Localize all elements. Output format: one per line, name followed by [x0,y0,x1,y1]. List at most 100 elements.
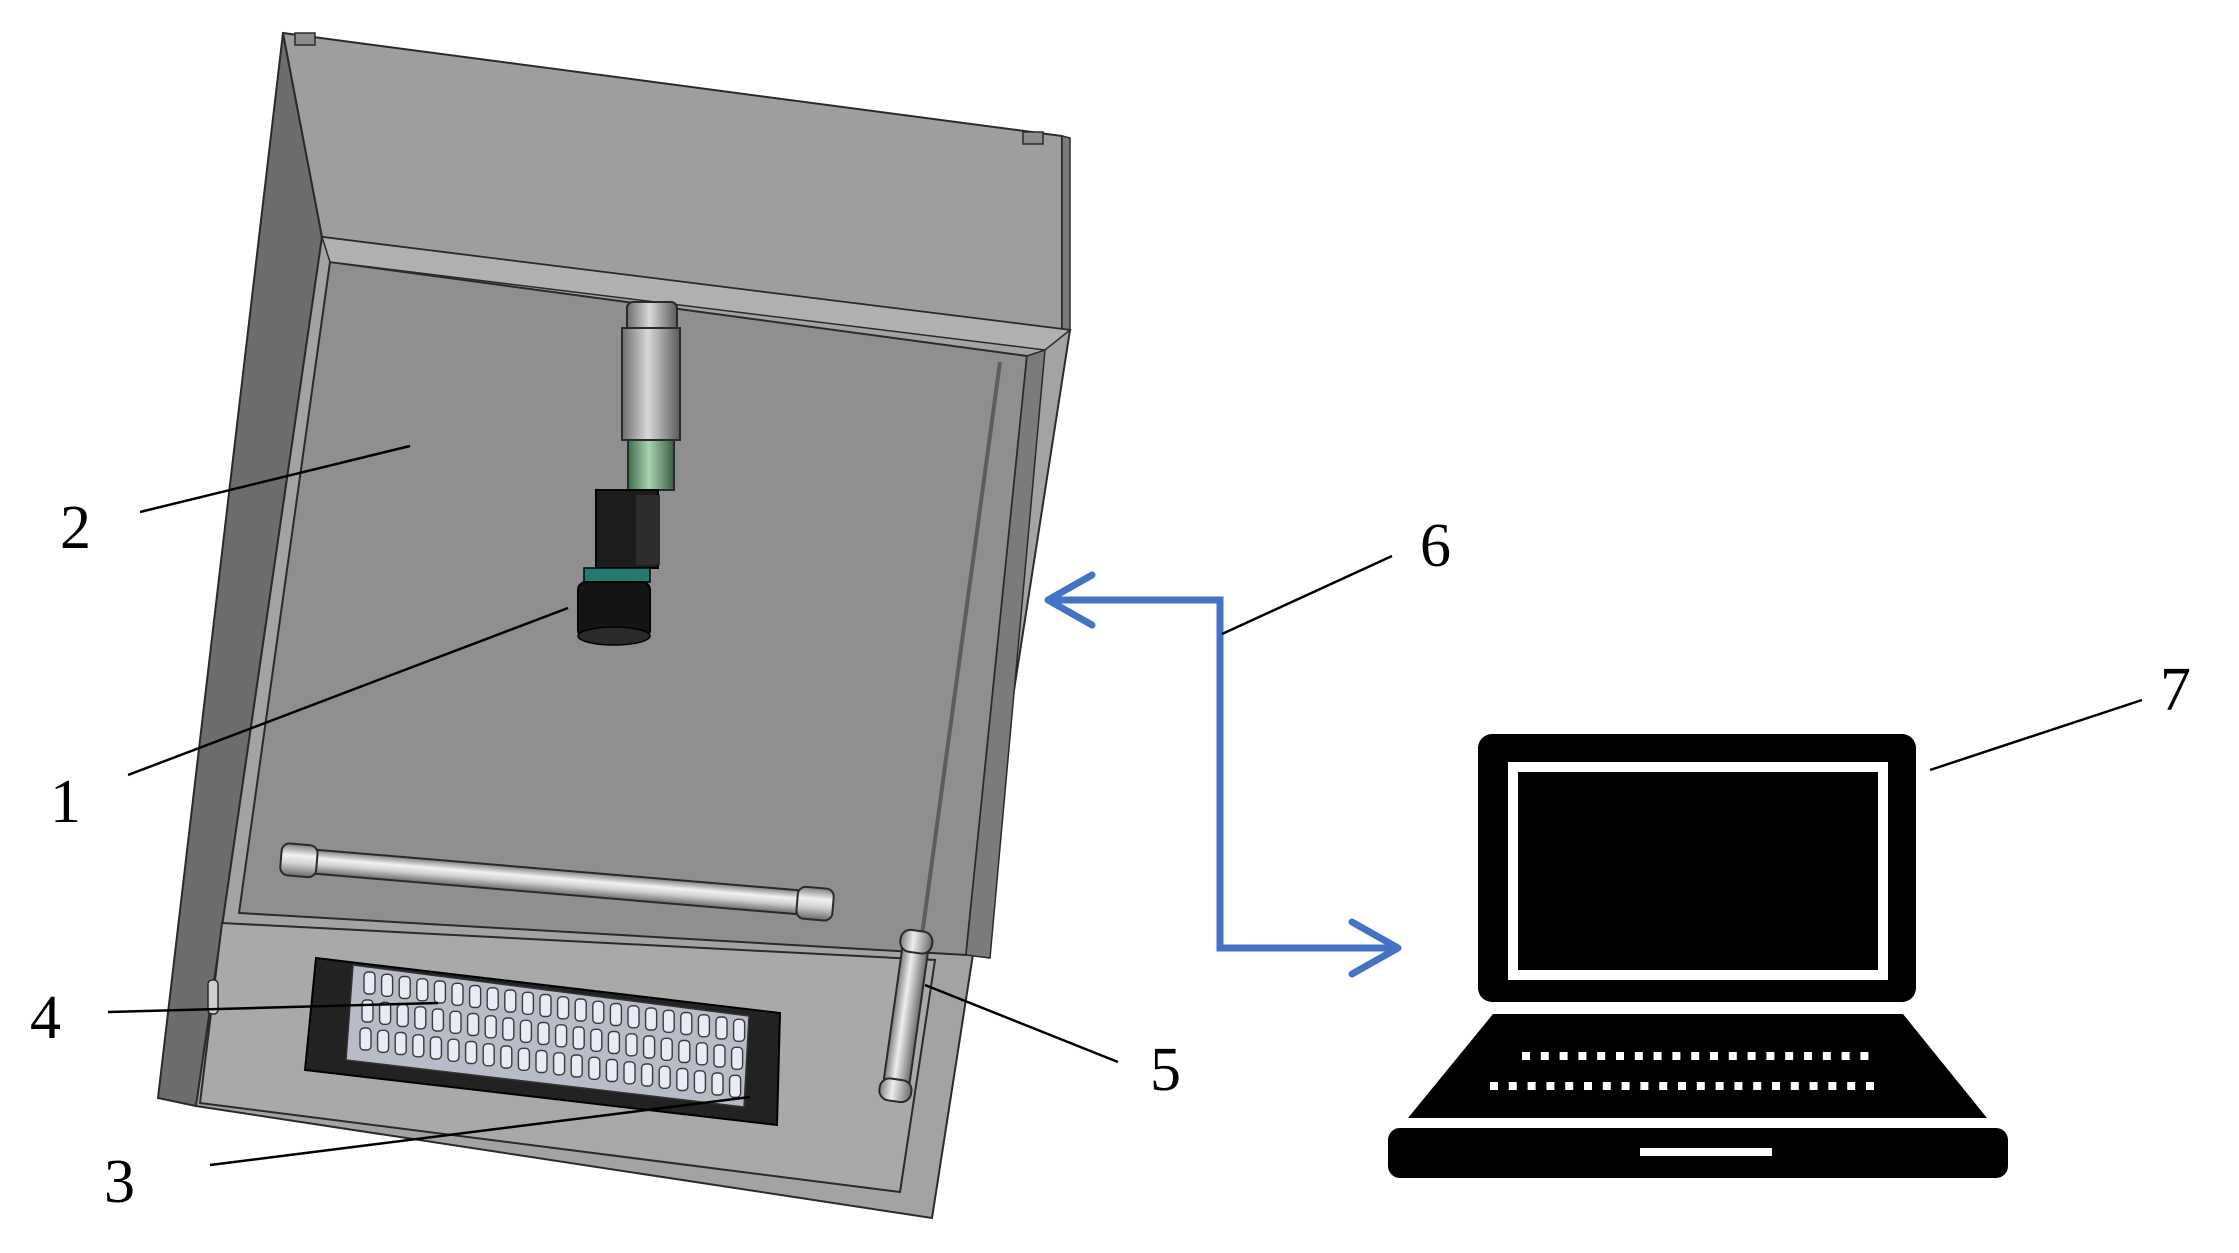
sample-well [676,1067,689,1092]
leader-line-camera [127,606,569,777]
sample-well [605,1058,619,1083]
light-tube [878,361,1002,1104]
camera-lens-ring [583,567,651,583]
sample-well [361,999,374,1023]
laptop-key [1559,1052,1568,1060]
sample-well [693,1070,707,1094]
laptop-key [1753,1082,1762,1090]
camera-lens-glass [577,626,651,646]
laptop-key [1710,1052,1718,1060]
sample-well [464,1040,478,1065]
sample-well [680,1011,693,1036]
laptop-key [1527,1082,1536,1090]
sample-well [732,1018,746,1042]
enclosure-right-edge [1061,135,1071,331]
sample-well [658,1065,671,1090]
sample-well [433,980,447,1004]
laptop-key [1804,1052,1812,1060]
laptop-key [1522,1052,1530,1060]
sample-well [431,1008,445,1032]
sample-well [378,1001,392,1025]
sample-holder [303,956,782,1127]
leader-line-enclosure [139,444,411,514]
sample-well [535,1049,548,1074]
laptop-key [1809,1082,1818,1090]
sample-well [662,1009,675,1033]
enclosure-corner-tab-right [1022,131,1044,145]
sample-well [449,1010,462,1034]
sample-well [728,1074,742,1099]
sample-well [711,1072,724,1096]
sample-well [572,1026,585,1050]
laptop-keys [1490,1052,1874,1090]
laptop-key [1540,1052,1549,1060]
sample-well [640,1063,654,1087]
sample-well [500,1045,513,1069]
laptop-key [1860,1052,1869,1060]
camera-body [621,327,681,441]
enclosure-side-latch [207,979,219,1015]
laptop-key [1678,1082,1686,1090]
camera-lens-side [636,495,660,565]
sample-well [451,982,464,1006]
light-tube-horizontal [279,842,835,922]
sample-well [466,1012,480,1037]
sample-well [627,1005,640,1029]
sample-well [713,1044,726,1068]
laptop-key [1546,1082,1555,1090]
laptop-key [1653,1052,1662,1060]
sample-well [554,1024,568,1048]
camera-focus-ring [627,439,675,491]
arrowhead-computer [1348,918,1402,978]
laptop-key [1621,1082,1630,1090]
laptop-key [1597,1052,1606,1060]
laptop-key [1602,1082,1611,1090]
laptop-key [1772,1082,1780,1090]
laptop-key [1578,1052,1587,1060]
laptop-key [1734,1082,1743,1090]
label-data-connection: 6 [1420,512,1451,580]
callout-numbers: 1 2 3 4 5 6 7 [30,494,2191,1216]
laptop-screen-display [1518,772,1878,970]
sample-well [625,1033,638,1057]
laptop-key [1659,1082,1668,1090]
sample-well [359,1027,372,1051]
sample-well [592,1000,605,1024]
laptop-key [1747,1052,1756,1060]
sample-well [519,1019,533,1043]
label-computer: 7 [2160,656,2191,724]
sample-well [414,1006,427,1030]
leader-lines [107,444,2143,1167]
leader-line-sample-tray [107,1001,439,1014]
laptop-key [1822,1052,1831,1060]
sample-well [486,987,499,1011]
sample-well [537,1021,550,1046]
sample-well [517,1047,531,1072]
laptop-key [1847,1082,1856,1090]
leader-line-data-connection [1221,554,1393,636]
sample-well [588,1056,601,1081]
light-tube-vertical-cap-top [899,928,934,955]
sample-well [502,1017,515,1041]
sample-well [556,996,570,1020]
laptop-key [1715,1082,1724,1090]
sample-well [504,989,517,1013]
leader-line-sample-holder [209,1095,751,1167]
sample-well [623,1061,636,1085]
sample-well [715,1016,728,1040]
light-tube-vertical-cap-bottom [878,1077,913,1104]
sample-well [398,975,411,1000]
data-connection-arrow [1044,571,1402,978]
sample-well [539,993,552,1018]
label-sample-tray: 4 [30,984,61,1052]
computer [1388,734,2008,1178]
sample-well [552,1052,566,1076]
sample-well [697,1014,711,1038]
laptop-key [1565,1082,1574,1090]
sample-well [521,991,535,1015]
data-connection-path [1048,596,1398,952]
laptop-key [1584,1082,1592,1090]
sample-well [429,1036,443,1060]
enclosure-corner-tab-left [294,32,316,46]
sample-well [644,1007,658,1031]
